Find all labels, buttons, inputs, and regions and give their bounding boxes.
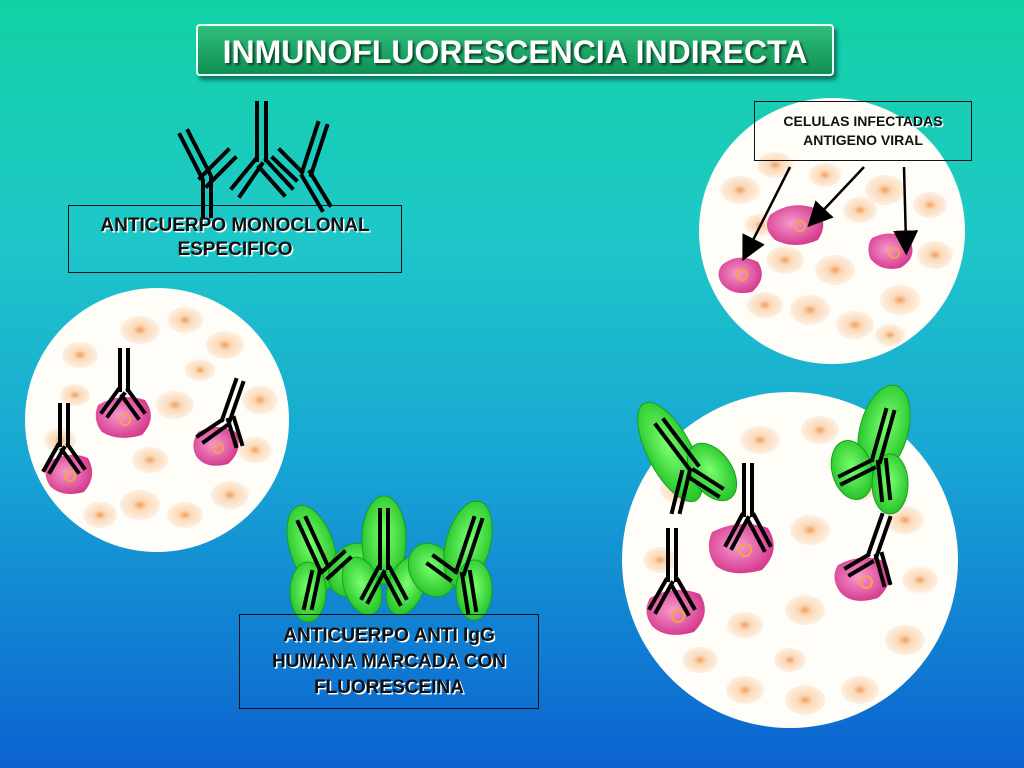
antibodies-right xyxy=(647,407,897,617)
monoclonal-label-line-2: ESPECIFICO xyxy=(177,239,293,260)
anti-igg-label-line-1: ANTICUERPO ANTI IgG xyxy=(283,625,495,646)
monoclonal-label-line-1: ANTICUERPO MONOCLONAL xyxy=(100,215,370,236)
infected-label-line-1: CELULAS INFECTADAS xyxy=(783,113,943,129)
anti-igg-label-line-3: FLUORESCEINA xyxy=(314,677,464,698)
anti-igg-antibodies xyxy=(295,508,485,615)
indirect-if-circle xyxy=(622,384,958,728)
cell-background-top-right xyxy=(720,152,953,346)
infected-label-line-2: ANTIGENO VIRAL xyxy=(803,132,923,148)
glow-right xyxy=(637,384,911,515)
infected-cells-circle xyxy=(699,98,965,364)
pointer-arrows xyxy=(742,166,919,262)
page-title: INMUNOFLUORESCENCIA INDIRECTA xyxy=(196,24,834,76)
fluorescent-anti-igg xyxy=(286,495,493,623)
anti-igg-label: ANTICUERPO ANTI IgG HUMANA MARCADA CON F… xyxy=(239,614,539,709)
monoclonal-antibodies xyxy=(177,101,333,218)
infected-cells-label: CELULAS INFECTADAS ANTIGENO VIRAL xyxy=(754,101,972,161)
anti-igg-label-line-2: HUMANA MARCADA CON xyxy=(272,651,506,672)
monoclonal-antibody-label: ANTICUERPO MONOCLONAL ESPECIFICO xyxy=(68,205,402,273)
cell-background-right xyxy=(643,416,938,715)
bound-monoclonal-circle xyxy=(25,288,289,552)
bound-antibodies-left xyxy=(41,348,246,475)
